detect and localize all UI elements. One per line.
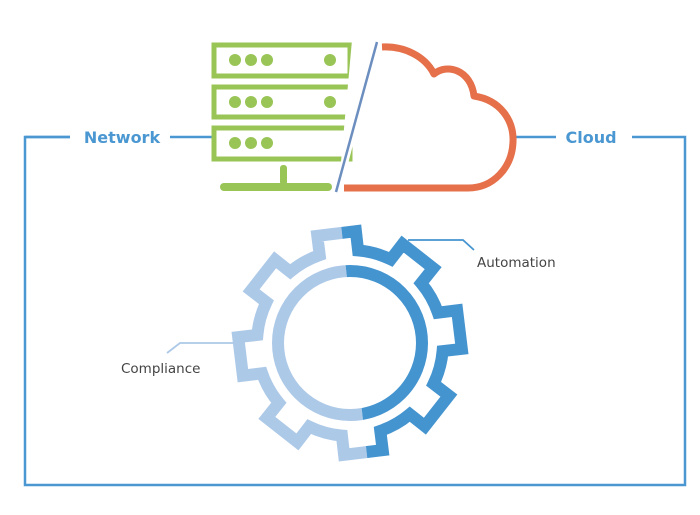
gear-outline-light bbox=[231, 224, 372, 462]
divider-knockout bbox=[338, 40, 380, 195]
divider-line bbox=[334, 41, 379, 193]
cloud-label-bg bbox=[556, 125, 632, 151]
compliance-leader bbox=[166, 342, 236, 354]
server-rack-icon bbox=[211, 42, 353, 191]
automation-label: Automation bbox=[477, 255, 556, 271]
cloud-icon bbox=[344, 43, 517, 192]
automation-leader bbox=[408, 239, 475, 251]
network-label: Network bbox=[84, 128, 161, 147]
gear-icon bbox=[231, 224, 469, 462]
compliance-label: Compliance bbox=[121, 361, 200, 377]
network-label-bg bbox=[70, 125, 170, 151]
cloud-label: Cloud bbox=[565, 128, 616, 147]
gear-outline-dark bbox=[336, 224, 469, 462]
